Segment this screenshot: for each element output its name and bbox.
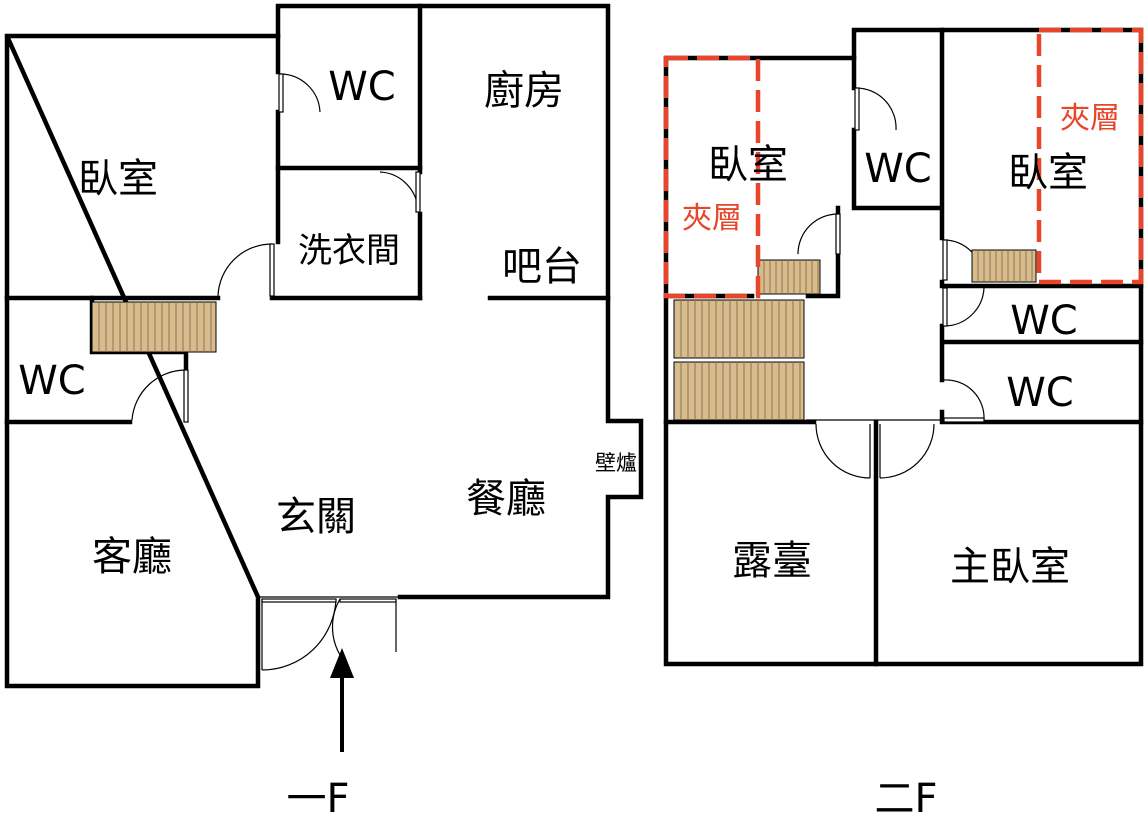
f1-laundry-label: 洗衣間 (298, 231, 400, 271)
floor-2-plan: 臥室 夾層 WC 臥室 夾層 WC WC 露臺 主臥室 二F (663, 27, 1144, 822)
f2-wc-top-label: WC (864, 146, 931, 192)
f1-wc-left-label: WC (18, 358, 85, 404)
floor-1-plan: 臥室 WC 廚房 洗衣間 吧台 WC 壁爐 客廳 玄關 餐廳 一F (4, 3, 644, 822)
f1-foyer-label: 玄關 (276, 494, 356, 540)
f2-master-label: 主臥室 (950, 544, 1070, 590)
f2-mezzanine-left-outline (663, 55, 761, 299)
f2-mezzanine-left-label: 夾層 (682, 201, 742, 236)
f2-stairs (673, 249, 1037, 421)
f2-bedroom-right-label: 臥室 (1008, 150, 1088, 196)
f2-terrace-label: 露臺 (732, 538, 812, 584)
f2-mezzanine-right-label: 夾層 (1060, 101, 1120, 136)
f1-kitchen-label: 廚房 (484, 68, 564, 114)
entrance-arrow-icon (330, 648, 354, 752)
f1-living-label: 客廳 (92, 534, 172, 580)
f2-bedroom-left-label: 臥室 (708, 142, 788, 188)
f2-wc-low-label: WC (1006, 370, 1073, 416)
f1-outer-wall (4, 3, 644, 689)
floor-2-title: 二F (874, 776, 937, 822)
f2-mezzanine-right-outline (1036, 27, 1144, 285)
f1-stair (91, 301, 217, 353)
f1-doors (131, 73, 421, 671)
f1-wc-upper-label: WC (328, 64, 395, 110)
f1-dining-label: 餐廳 (466, 476, 546, 522)
f1-bar-label: 吧台 (502, 244, 582, 290)
f2-wc-mid-label: WC (1010, 298, 1077, 344)
f1-bedroom-label: 臥室 (78, 156, 158, 202)
floor-1-title: 一F (286, 776, 349, 822)
f1-fireplace-label: 壁爐 (595, 451, 637, 475)
